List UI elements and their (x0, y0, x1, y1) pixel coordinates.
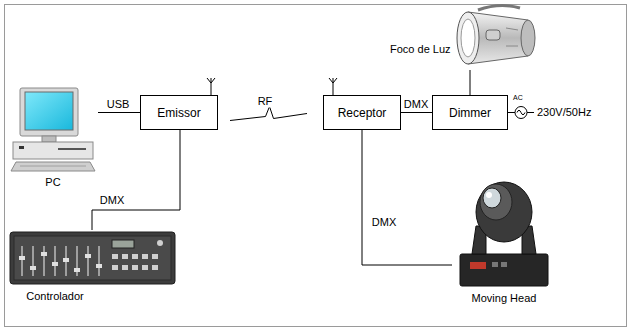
moving-head-node: Moving Head (452, 170, 556, 310)
pc-illustration (11, 88, 95, 171)
process-box: Receptor (323, 95, 401, 130)
signal-label: DMX (370, 216, 398, 229)
box-label: Receptor (338, 106, 387, 120)
caption: Moving Head (452, 292, 556, 304)
spotlight-illustration (457, 5, 535, 64)
connector-line (98, 112, 140, 113)
antenna (207, 78, 337, 95)
caption: PC (8, 176, 98, 188)
caption: Controlador (8, 290, 102, 302)
ac-text: AC (513, 94, 523, 102)
signal-label: DMX (98, 194, 126, 207)
connector-line (470, 70, 471, 95)
connector (98, 112, 140, 113)
signal-label: USB (105, 98, 132, 111)
controller-illustration (10, 232, 175, 284)
connector (470, 70, 471, 95)
connector (92, 130, 180, 230)
box-label: Emissor (157, 106, 200, 120)
signal-label: RF (256, 95, 275, 108)
process-box: Dimmer (432, 95, 508, 130)
connector-line (92, 130, 180, 230)
process-box: Emissor (140, 95, 218, 130)
connector-line (230, 107, 307, 121)
frame (5, 5, 627, 327)
connector-line (401, 112, 432, 113)
box-label: Dimmer (449, 106, 491, 120)
connector (401, 112, 432, 113)
pc-node: PC (8, 86, 98, 192)
voltage-label: 230V/50Hz (537, 106, 591, 119)
moving-head-illustration (460, 182, 548, 286)
spotlight-node: Foco de Luz (388, 5, 548, 70)
controller-node: Controlador (8, 230, 178, 306)
ac-source-symbol (508, 107, 534, 119)
connector (362, 130, 452, 265)
connector-line (362, 130, 452, 265)
connector (230, 107, 307, 121)
caption: Foco de Luz (390, 43, 451, 55)
signal-label: DMX (402, 98, 430, 111)
